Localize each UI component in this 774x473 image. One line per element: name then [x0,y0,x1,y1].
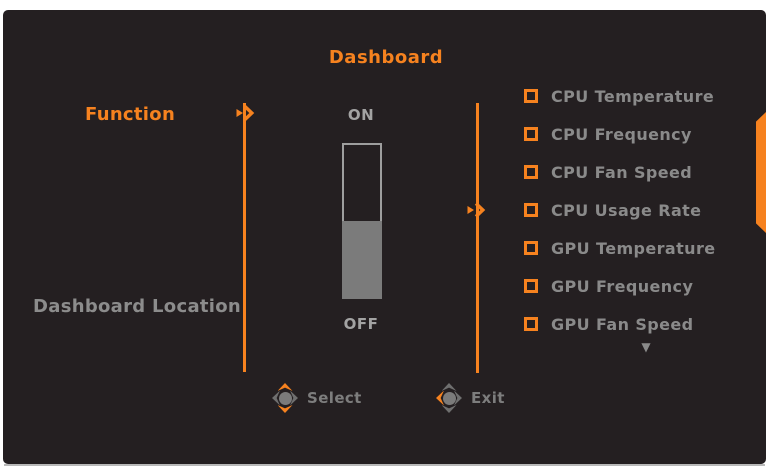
joystick-up-arrow [277,383,293,391]
option-label: GPU Temperature [551,238,716,258]
option-label: CPU Temperature [551,86,715,106]
checkbox-icon[interactable] [524,279,538,293]
joystick-center [278,391,292,405]
exit-hint-label: Exit [471,389,505,407]
toggle-slider-fill [342,221,382,299]
checkbox-icon[interactable] [524,241,538,255]
panel-shadow-line [4,464,765,466]
option-label: GPU Fan Speed [551,314,694,334]
page-title: Dashboard [328,47,444,68]
dashboard-options-list: CPU Temperature CPU Frequency CPU Fan Sp… [524,77,764,343]
checkbox-icon[interactable] [524,317,538,331]
select-hint: Select [272,383,362,413]
joystick-left-arrow [436,390,444,406]
joystick-left-arrow [272,390,280,406]
section-tab-indicator [756,112,766,233]
checkbox-icon[interactable] [524,127,538,141]
option-row-cpu-frequency[interactable]: CPU Frequency [524,115,764,153]
joystick-center [442,391,456,405]
option-label: CPU Frequency [551,124,692,144]
option-row-cpu-temperature[interactable]: CPU Temperature [524,77,764,115]
scroll-down-icon[interactable]: ▼ [641,340,651,354]
option-row-cpu-usage-rate[interactable]: CPU Usage Rate [524,191,764,229]
checkbox-icon[interactable] [524,203,538,217]
joystick-exit-icon [436,383,462,413]
joystick-up-arrow [441,383,457,391]
option-row-gpu-temperature[interactable]: GPU Temperature [524,229,764,267]
toggle-on-label: ON [347,106,375,124]
exit-hint: Exit [436,383,505,413]
option-row-gpu-fan-speed[interactable]: GPU Fan Speed [524,305,764,343]
menu-item-function[interactable]: Function [85,104,176,125]
option-label: GPU Frequency [551,276,694,296]
joystick-down-arrow [277,405,293,413]
option-row-gpu-frequency[interactable]: GPU Frequency [524,267,764,305]
divider-line [243,103,246,372]
option-label: CPU Usage Rate [551,200,702,220]
joystick-select-icon [272,383,298,413]
checkbox-icon[interactable] [524,89,538,103]
checkbox-icon[interactable] [524,165,538,179]
arrow-right-indicator [236,105,255,121]
option-label: CPU Fan Speed [551,162,693,182]
joystick-down-arrow [441,405,457,413]
joystick-right-arrow [454,390,462,406]
arrow-right-indicator [467,202,486,218]
divider-line [476,103,479,373]
menu-item-dashboard-location[interactable]: Dashboard Location [33,296,242,317]
joystick-right-arrow [290,390,298,406]
toggle-off-label: OFF [343,315,379,333]
osd-panel: Dashboard Function Dashboard Location ON… [3,10,766,464]
select-hint-label: Select [307,389,362,407]
option-row-cpu-fan-speed[interactable]: CPU Fan Speed [524,153,764,191]
toggle-slider[interactable] [342,143,382,299]
